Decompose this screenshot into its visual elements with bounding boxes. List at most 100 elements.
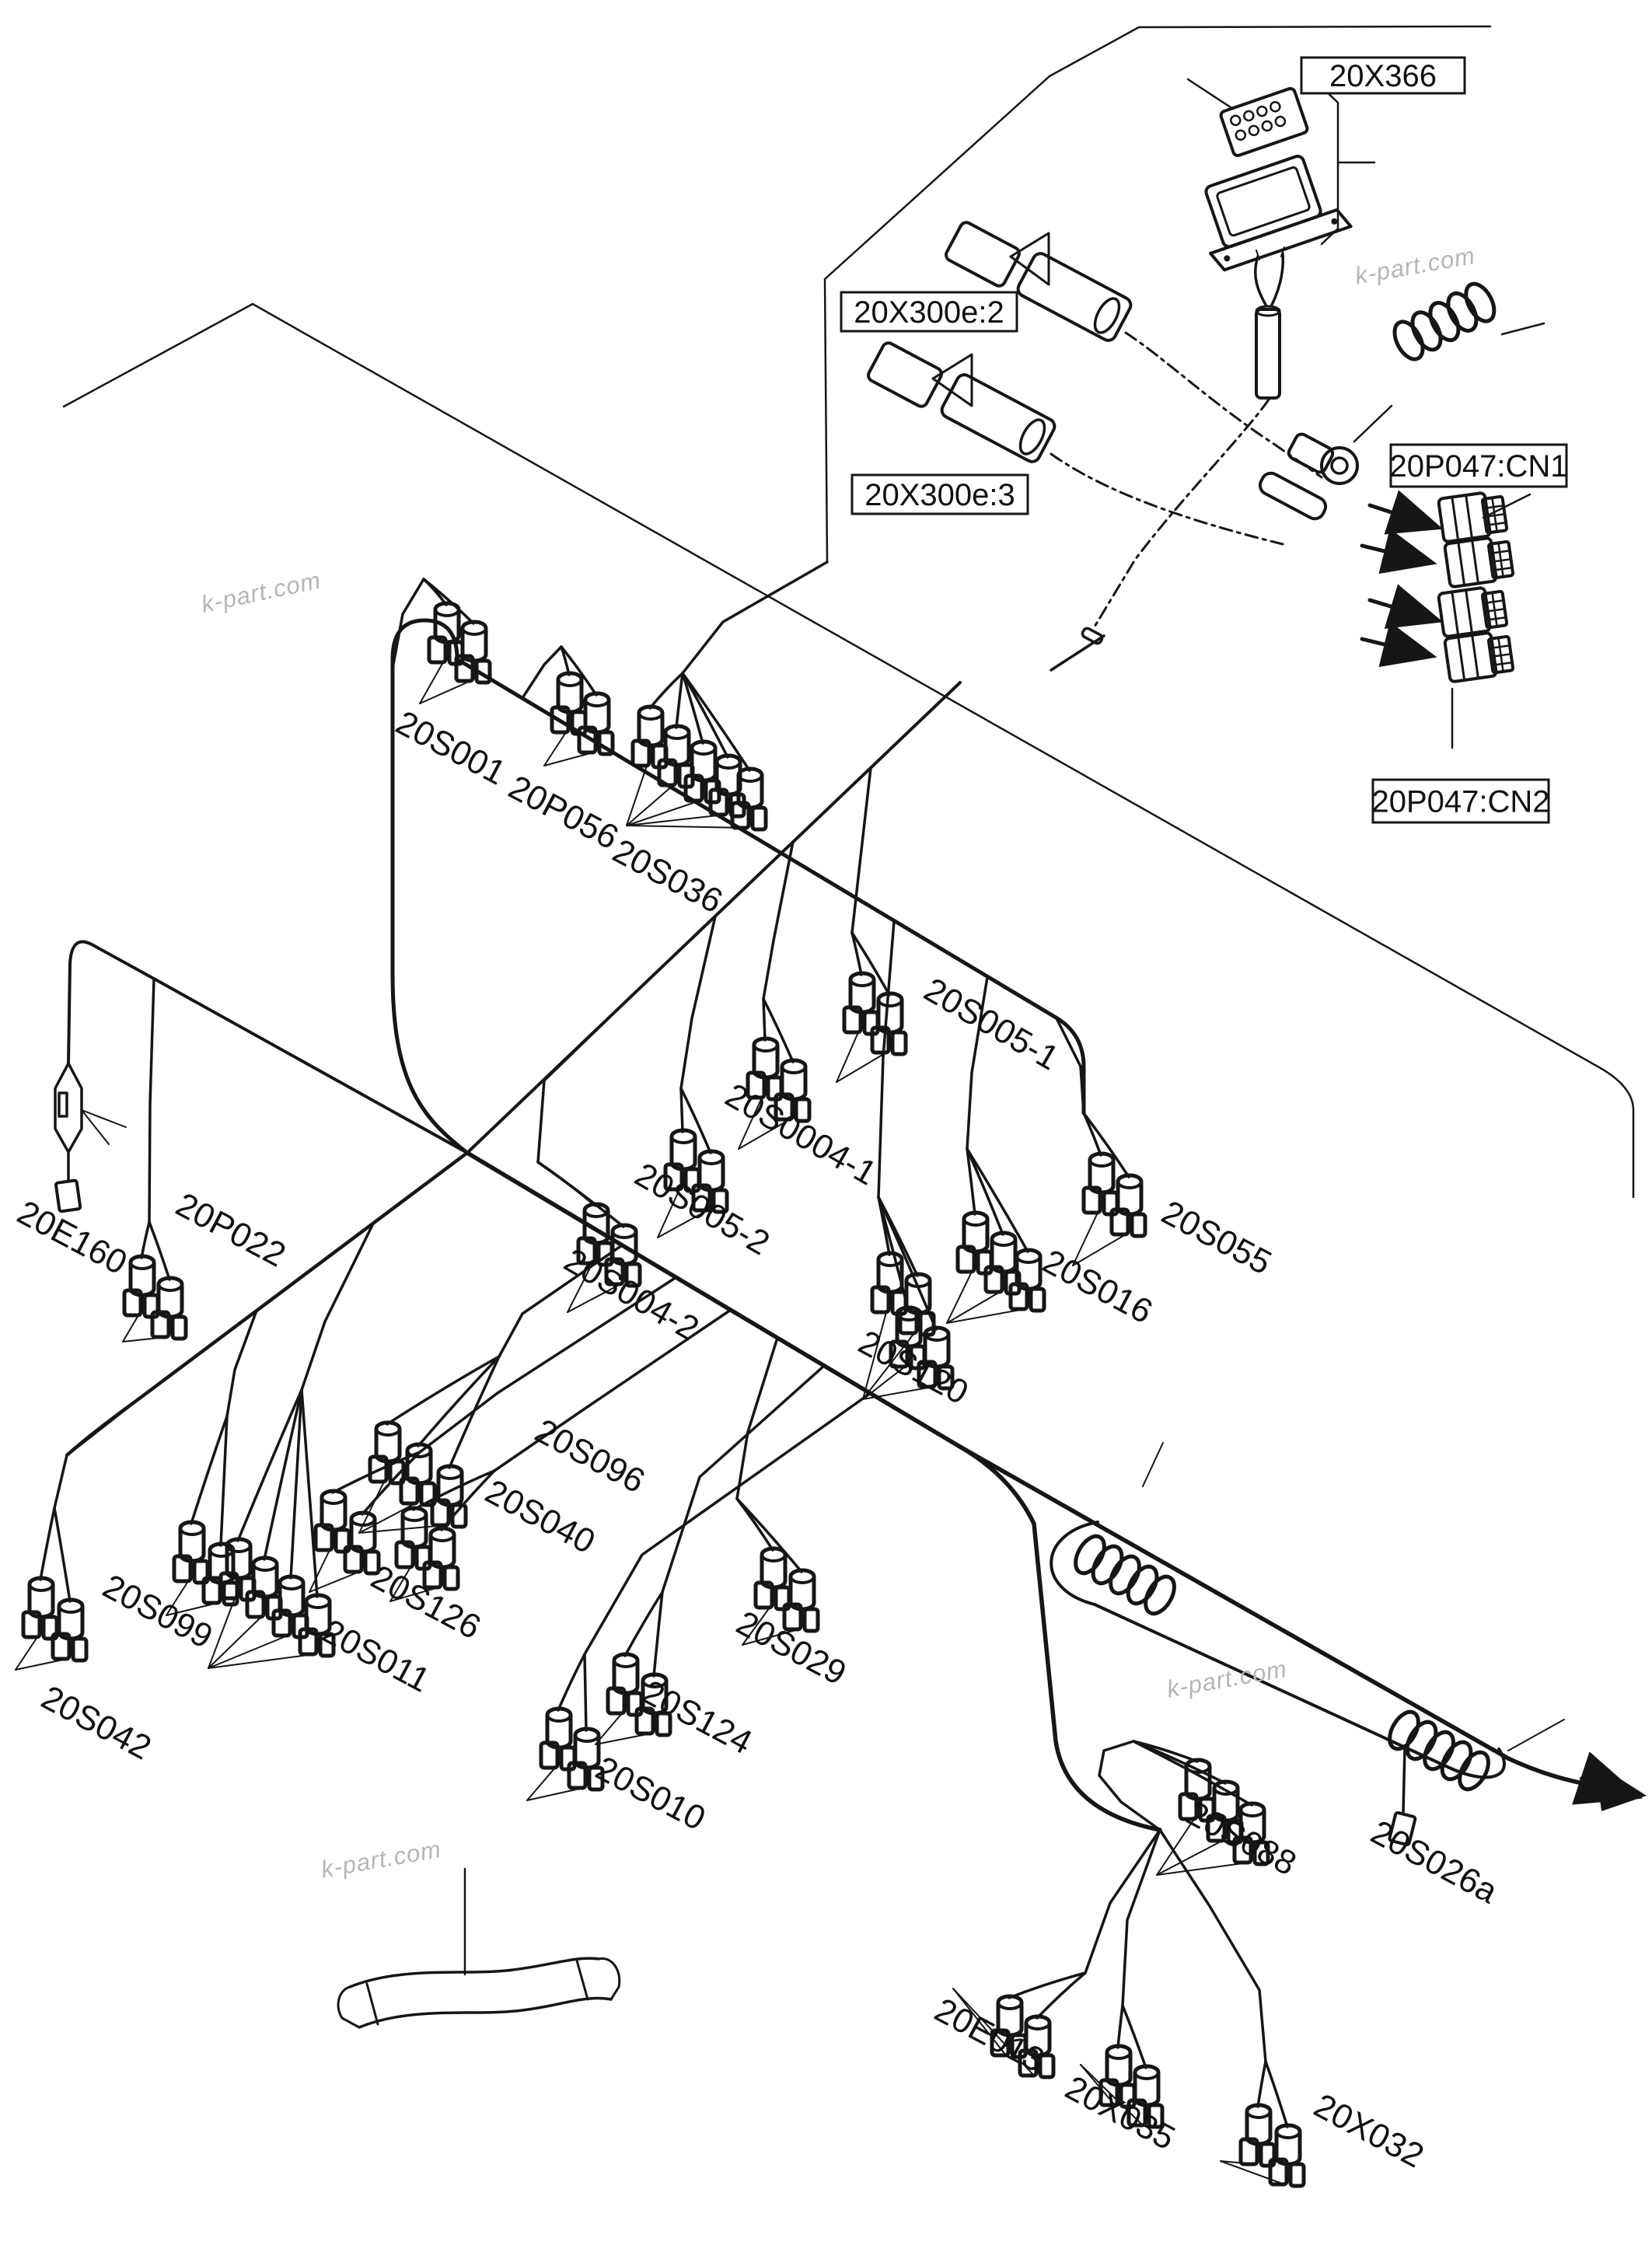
sensor-20x300e2 (945, 221, 1323, 479)
label-text: 20P047:CN1 (1389, 449, 1567, 484)
part-label-20E013: 20E013 (928, 1991, 1050, 2079)
part-label-20E160: 20E160 (11, 1193, 133, 1282)
leader-fan-line (208, 1635, 288, 1669)
bullet-terminal (456, 622, 490, 683)
label-box (1389, 443, 1568, 488)
bullet-terminal (152, 1278, 186, 1339)
watermark: k-part.com (319, 1835, 443, 1884)
fork-wire (422, 578, 475, 625)
branch-wire (681, 560, 829, 675)
butt-splice (1258, 471, 1328, 521)
spiral-sleeve-1 (1070, 1531, 1180, 1618)
conduit-bottom (358, 1996, 613, 2029)
bullet-terminal (316, 1491, 349, 1552)
leader-fan-line (836, 1032, 859, 1083)
inline-fuse-element (58, 1091, 68, 1118)
conduit-tube (337, 1867, 621, 2029)
cluster-20S0004-1 (738, 840, 809, 1150)
leader-fan-line (952, 1988, 1007, 2056)
shrink-tube (1255, 308, 1281, 400)
part-labels: 20S00120P05620S03620S005-120S0004-120S00… (11, 704, 1504, 2175)
fork-wire (1116, 2004, 1124, 2049)
fork-wire (412, 1469, 496, 1511)
spiral-sleeves (1070, 1442, 1565, 1794)
pin-leader (1050, 634, 1105, 672)
branch-wire (536, 1007, 620, 1164)
part-label-20S042: 20S042 (35, 1678, 157, 1767)
cluster-20S088 (1098, 1740, 1268, 1876)
fork-wire (219, 1415, 229, 1547)
branch-wire (735, 1336, 779, 1500)
conduit-ticks (365, 1959, 589, 2026)
label-text: 20X366 (1329, 59, 1437, 93)
leader-fan-line (208, 1653, 315, 1669)
cluster-20S055 (1056, 1018, 1145, 1266)
fork-wire (236, 1388, 303, 1542)
fork-wire (53, 1507, 72, 1603)
part-label-20S005-2: 20S005-2 (628, 1156, 776, 1263)
trunk-lower-right (465, 1150, 1162, 1832)
fork-wire (440, 1469, 496, 1531)
cluster-20E013 (952, 1828, 1161, 2077)
connector-20p047-cn2-lower (1443, 628, 1515, 684)
part-label-20S120: 20S120 (852, 1323, 974, 1412)
cluster-20S126 (389, 1308, 732, 1602)
part-label-20S026a: 20S026a (1365, 1813, 1504, 1911)
ring-terminal (1287, 404, 1393, 485)
branch-wire (498, 1244, 623, 1358)
fork-wire (1121, 2004, 1147, 2069)
bullet-terminal (552, 673, 585, 734)
leader-fan-line (626, 814, 725, 826)
branch-wire (493, 1308, 732, 1472)
leader-fan-line (742, 1629, 799, 1646)
watermark: k-part.com (199, 566, 323, 618)
bullet-terminal (579, 693, 613, 754)
leader-fan-line (543, 731, 567, 766)
label-box (850, 473, 1029, 515)
bullet-terminal (633, 707, 666, 767)
part-label-20S096: 20S096 (529, 1412, 651, 1500)
boxed-label-20X366: 20X366 (1300, 56, 1466, 95)
fork-wire (148, 1220, 171, 1281)
cluster-20S099 (166, 1309, 258, 1616)
flow-arrow-head (1595, 1763, 1647, 1811)
fork-wire (140, 1220, 151, 1259)
fork-wire (762, 997, 795, 1063)
arrow-cn2-a (1367, 584, 1444, 629)
leader-fan-line (738, 1097, 763, 1150)
leader-fan-line (389, 1566, 411, 1602)
branch-wire (300, 1222, 375, 1391)
wires-20x366 (1254, 252, 1285, 306)
part-label-20S001: 20S001 (389, 704, 512, 792)
leader-fan-line (526, 1787, 584, 1801)
part-label-20S0004-1: 20S0004-1 (719, 1076, 883, 1192)
leader-fan-line (543, 752, 594, 766)
trunk-loop-20s001 (390, 618, 459, 976)
roof-left-edge (62, 302, 254, 408)
leader-fan-line (1072, 1212, 1098, 1266)
leader-fan-line (626, 765, 648, 826)
leader-fan-line (862, 1311, 887, 1400)
boxed-labels: 20X36620X300e:220X300e:320P047:CN120P047… (840, 56, 1568, 824)
leader-fan-line (567, 1283, 621, 1313)
cluster-20S005-2 (657, 915, 727, 1238)
boxed-label-20X300e3: 20X300e:3 (850, 473, 1029, 515)
leader-fan-line (946, 1271, 973, 1324)
conduit-caps (337, 1957, 621, 2029)
leader-fan-line (657, 1210, 708, 1238)
bullet-terminal (541, 1709, 575, 1769)
leader-spiral-wrap (1500, 322, 1545, 336)
part-label-20S010: 20S010 (589, 1749, 711, 1838)
cluster-20S036 (626, 560, 829, 829)
connector-20p047-cn1-upper (1437, 488, 1509, 544)
fork-wire (679, 1087, 712, 1154)
fork-wire (1036, 1971, 1087, 2020)
leader-fan-line (166, 1602, 218, 1616)
cluster-20X035 (1080, 1828, 1162, 2127)
branch-wire (148, 977, 155, 1224)
branch-wire (521, 645, 563, 700)
fork-wire (762, 997, 767, 1042)
watermark: k-part.com (1165, 1655, 1289, 1703)
part-label-20S055: 20S055 (1155, 1193, 1277, 1282)
fork-wire (652, 1590, 664, 1678)
